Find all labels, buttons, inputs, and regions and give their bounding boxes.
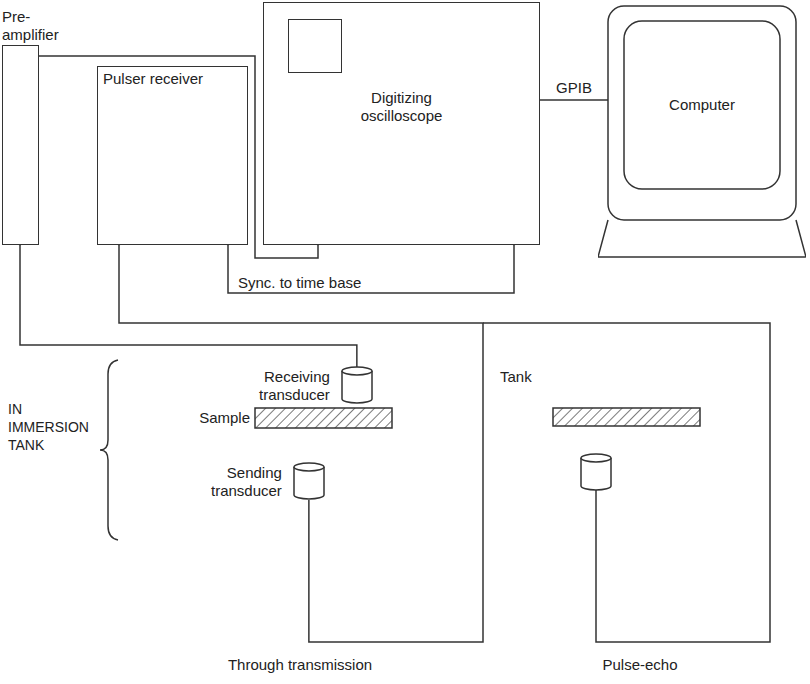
- node-label: Sending transducer: [211, 464, 282, 500]
- scope-screen: [288, 19, 342, 73]
- signal-label: GPIB: [554, 79, 594, 97]
- caption-label: Pulse-echo: [600, 656, 679, 674]
- node-label: Pulser receiver: [103, 70, 203, 88]
- amplifier-box: Pre- amplifier: [2, 8, 82, 245]
- node-label: Computer: [624, 21, 780, 189]
- node-label: Pre- amplifier: [2, 8, 59, 44]
- caption-label: Through transmission: [226, 656, 374, 674]
- pulse-echo-transducer: [581, 454, 611, 490]
- transducer-symbol: [292, 462, 326, 502]
- transducer-symbol: [340, 366, 374, 406]
- node-label: Receiving transducer: [259, 368, 330, 404]
- sample-plate: [553, 408, 700, 426]
- signal-wire: [119, 245, 483, 642]
- amplifier-frame: [2, 45, 39, 245]
- monitor-outline: [598, 5, 806, 260]
- signal-wire: [20, 245, 357, 368]
- sample-plate: [255, 408, 392, 428]
- transducer: Sending transducer: [211, 462, 326, 502]
- pulser-box: Pulser receiver: [97, 66, 248, 245]
- computer-monitor: Computer: [598, 5, 806, 260]
- region-label: IN IMMERSION TANK: [6, 400, 91, 454]
- signal-wire: [228, 245, 514, 293]
- oscilloscope-box: Digitizing oscilloscope: [263, 2, 540, 245]
- bracket: [100, 360, 118, 540]
- pulse-echo-wire: [483, 323, 770, 642]
- signal-label: Sync. to time base: [236, 274, 363, 292]
- region-label: Tank: [498, 368, 534, 386]
- part-label: Sample: [197, 409, 252, 427]
- signal-wire: [540, 99, 608, 101]
- node-label: Digitizing oscilloscope: [361, 89, 443, 125]
- transducer: Receiving transducer: [259, 366, 374, 406]
